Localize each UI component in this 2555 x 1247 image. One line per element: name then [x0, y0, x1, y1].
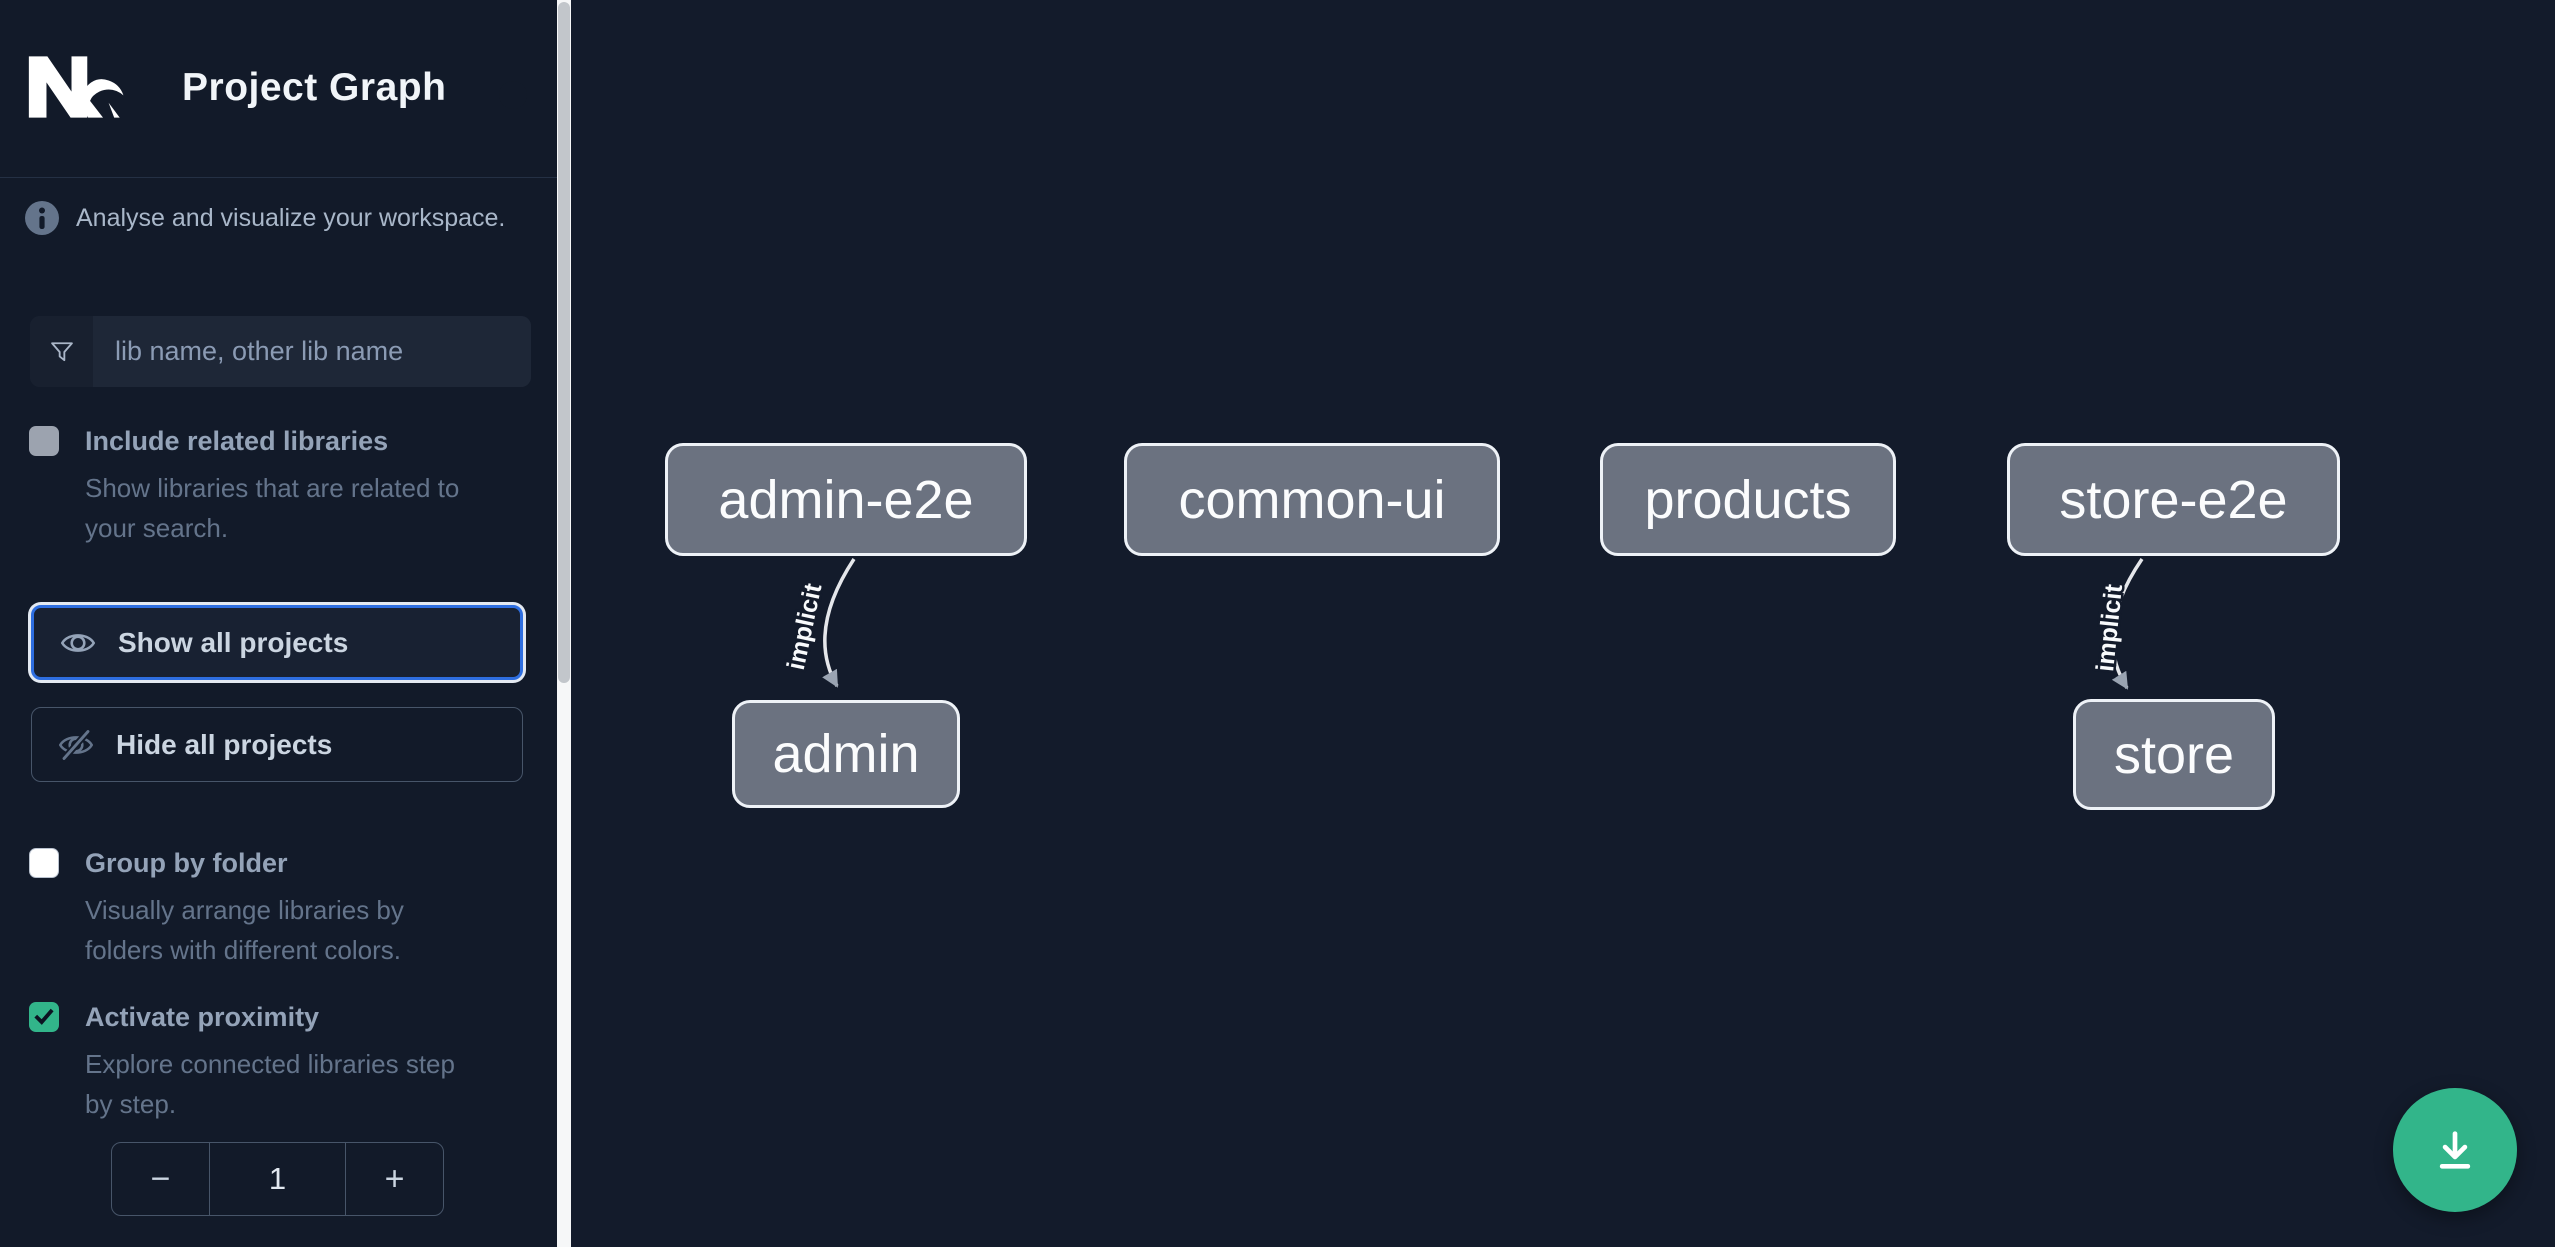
graph-node-admin[interactable]: admin: [732, 700, 960, 808]
toggle-label: Include related libraries: [85, 426, 389, 456]
checkmark-icon: [34, 1008, 54, 1025]
graph-edges-layer: implicit implicit: [779, 558, 2144, 690]
graph-canvas[interactable]: implicit implicit admin-e2e common-ui produ…: [571, 0, 2555, 1247]
toggle-label: Activate proximity: [85, 1002, 320, 1032]
toggle-description: Show libraries that are related to your …: [85, 473, 460, 543]
graph-node-admin-e2e[interactable]: admin-e2e: [665, 443, 1027, 556]
save-image-button[interactable]: [2393, 1088, 2517, 1212]
toggle-group-by-folder[interactable]: Group by folder Visually arrange librari…: [29, 846, 529, 970]
workspace-info-text: Analyse and visualize your workspace.: [76, 203, 506, 232]
proximity-depth-stepper: − 1 +: [111, 1142, 444, 1216]
download-icon: [2439, 1131, 2471, 1169]
show-all-projects-button[interactable]: Show all projects: [31, 605, 523, 680]
nx-logo-icon: [28, 56, 124, 118]
eye-icon: [60, 633, 96, 652]
show-all-projects-label: Show all projects: [118, 626, 349, 658]
theme-toggle-button[interactable]: [470, 70, 506, 106]
decrement-button[interactable]: −: [112, 1143, 209, 1215]
toggle-label: Group by folder: [85, 848, 288, 878]
hide-all-projects-button[interactable]: Hide all projects: [31, 707, 523, 782]
edge-label-store-e2e-store: implicit: [2091, 582, 2128, 673]
increment-button[interactable]: +: [346, 1143, 443, 1215]
sidebar: Project Graph Analyse and visualize your…: [0, 0, 571, 1247]
sidebar-scrollbar-thumb[interactable]: [558, 2, 570, 683]
workspace-info-row: Analyse and visualize your workspace.: [24, 200, 534, 236]
sidebar-header: Project Graph: [0, 0, 557, 178]
page-title: Project Graph: [182, 66, 447, 109]
graph-edge-store-e2e-store: [2110, 558, 2144, 690]
sidebar-scrollbar-track[interactable]: [557, 0, 571, 1247]
filter-icon: [30, 316, 93, 387]
toggle-activate-proximity[interactable]: Activate proximity Explore connected lib…: [29, 1000, 529, 1124]
toggle-description: Visually arrange libraries by folders wi…: [85, 895, 404, 965]
toggle-description: Explore connected libraries step by step…: [85, 1049, 455, 1119]
checkbox-activate-proximity[interactable]: [29, 1002, 59, 1032]
graph-node-products[interactable]: products: [1600, 443, 1896, 556]
graph-node-store[interactable]: store: [2073, 699, 2275, 810]
graph-node-common-ui[interactable]: common-ui: [1124, 443, 1500, 556]
search-input[interactable]: [93, 316, 531, 387]
toggle-include-related-libraries[interactable]: Include related libraries Show libraries…: [29, 424, 529, 548]
checkbox-include-related[interactable]: [29, 426, 59, 456]
graph-edge-admin-e2e-admin: [822, 558, 856, 688]
hide-all-projects-label: Hide all projects: [116, 728, 333, 760]
search-box: [30, 316, 531, 387]
graph-node-store-e2e[interactable]: store-e2e: [2007, 443, 2340, 556]
edge-label-admin-e2e-admin: implicit: [782, 580, 828, 672]
checkbox-group-by-folder[interactable]: [29, 848, 59, 878]
eye-off-icon: [58, 727, 94, 762]
info-icon: [25, 201, 59, 235]
stepper-value[interactable]: 1: [209, 1143, 346, 1215]
